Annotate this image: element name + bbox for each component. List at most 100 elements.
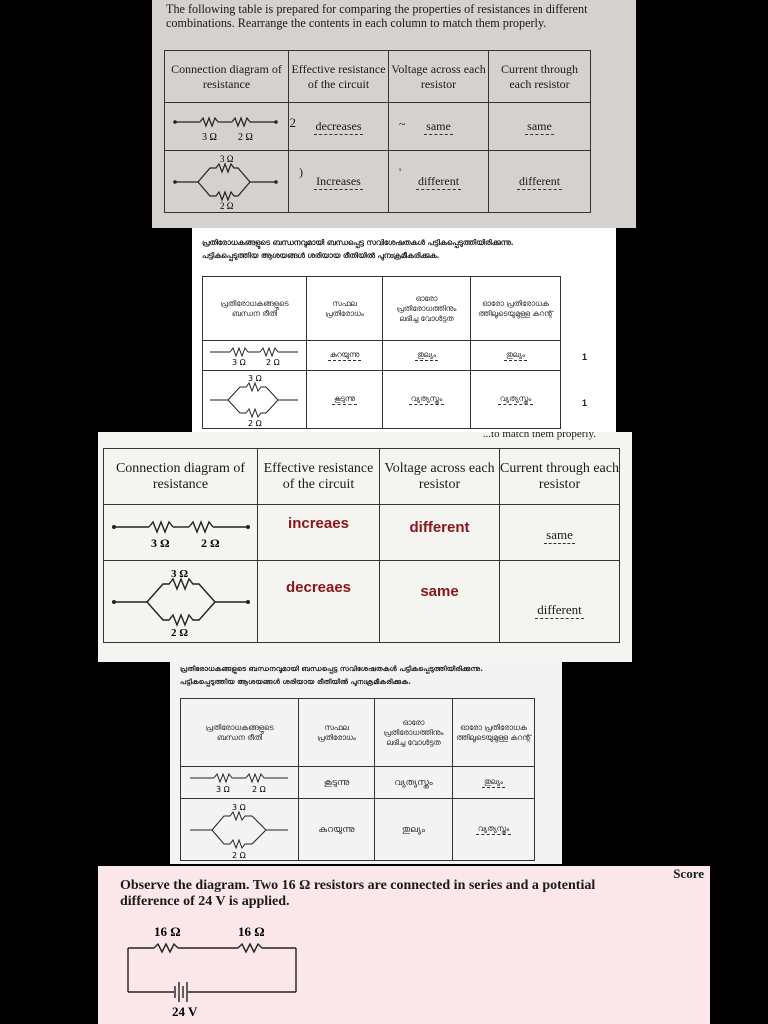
answer-effective: കറയുന്നു [318, 824, 355, 835]
header-effective: സഫല പ്രതിരോധം [306, 276, 383, 341]
header-connection: പ്രതിരോധകങ്ങളുടെ ബന്ധന രീതി [180, 698, 299, 767]
resistor-icon [237, 942, 263, 954]
series-resistor-icon: 3 Ω 2 Ω [209, 346, 298, 367]
answer-current: different [535, 602, 584, 619]
answer-effective: കൂടുന്നു [332, 394, 357, 405]
header-connection: Connection diagram of resistance [103, 448, 258, 505]
svg-text:3 Ω: 3 Ω [171, 568, 188, 580]
svg-text:3 Ω: 3 Ω [232, 803, 246, 812]
panel3-table: Connection diagram of resistance Effecti… [103, 448, 620, 643]
table-row: 3 Ω 2 Ω കുറയുന്നു തുല്യം തുല്യം [202, 340, 561, 371]
series-resistor-icon: 3 Ω 2 Ω [172, 115, 278, 143]
parallel-diagram: 3 Ω 2 Ω [103, 560, 258, 643]
header-connection: Connection diagram of resistance [164, 50, 289, 103]
table-row: 3 Ω 2 Ω ) Increases ' different different [164, 150, 591, 213]
panel-malayalam-handwritten: പ്രതിരോധകങ്ങളുടെ ബന്ധനവുമായി ബന്ധപ്പെട്ട… [192, 228, 616, 432]
answer-voltage: വ്യത്യസ്തം [408, 394, 445, 405]
answer-voltage: same [424, 118, 453, 135]
table-row: 3 Ω 2 Ω കൂടുന്നു വ്യത്യസ്തം വ്യത്യസ്തം [202, 370, 561, 429]
svg-text:2 Ω: 2 Ω [171, 627, 188, 638]
series-diagram: 3 Ω 2 Ω 2 [164, 102, 296, 151]
answer-current: വ്യത്യസ്തം [497, 394, 534, 405]
answer-effective: കൂടുന്നു [323, 777, 350, 788]
answer-effective: increaes [288, 515, 349, 532]
panel4-intro: പ്രതിരോധകങ്ങളുടെ ബന്ധനവുമായി ബന്ധപ്പെട്ട… [180, 664, 484, 686]
svg-text:2 Ω: 2 Ω [248, 419, 262, 427]
resistor-label: 16 Ω [238, 924, 265, 939]
panel4-table: പ്രതിരോധകങ്ങളുടെ ബന്ധന രീതി സഫല പ്രതിരോധ… [180, 698, 535, 861]
parallel-resistor-icon: 3 Ω 2 Ω [189, 803, 288, 859]
parallel-diagram: 3 Ω 2 Ω [180, 798, 299, 861]
header-voltage: ഓരോ പ്രതിരോധത്തിനും ലഭിച്ച വോൾട്ടത [374, 698, 453, 767]
table-row: 3 Ω 2 Ω കൂടുന്നു വ്യത്യസ്തം തുല്യം [180, 766, 535, 799]
handwritten-mark: ) [299, 165, 303, 179]
question-text: Observe the diagram. Two 16 Ω resistors … [120, 878, 596, 909]
panel-english-typed: ...to match them properly. Connection di… [98, 432, 632, 662]
answer-effective: Increases [314, 173, 363, 190]
table-row: 3 Ω 2 Ω കറയുന്നു തുല്യം വ്യത്യസ്തം [180, 798, 535, 861]
svg-text:3 Ω: 3 Ω [232, 358, 246, 367]
parallel-diagram: 3 Ω 2 Ω [164, 150, 289, 213]
handwritten-mark: 2 [289, 115, 297, 130]
series-diagram: 3 Ω 2 Ω [202, 340, 307, 371]
parallel-resistor-icon: 3 Ω 2 Ω [209, 374, 298, 427]
panel2-intro: പ്രതിരോധകങ്ങളുടെ ബന്ധനവുമായി ബന്ധപ്പെട്ട… [202, 238, 514, 260]
answer-effective: decreaes [285, 579, 352, 596]
handwritten-mark: ~ [399, 117, 406, 131]
header-effective: സഫല പ്രതിരോധം [298, 698, 375, 767]
svg-text:2 Ω: 2 Ω [252, 785, 266, 794]
parallel-resistor-icon: 3 Ω 2 Ω [111, 568, 250, 638]
answer-voltage: തുല്യം [401, 824, 426, 835]
series-resistor-icon: 3 Ω 2 Ω [189, 772, 288, 794]
header-current: ഓരോ പ്രതിരോധക ത്തിലൂടെയുമുള്ള കറന്റ് [452, 698, 535, 767]
answer-effective: decreases [313, 118, 364, 135]
answer-voltage: different [409, 519, 470, 536]
answer-current: തുല്യം [504, 350, 527, 361]
parallel-resistor-icon: 3 Ω 2 Ω [172, 154, 278, 210]
svg-text:3 Ω: 3 Ω [248, 374, 262, 383]
resistor-icon [153, 942, 179, 954]
panel3-cut-text: ...to match them properly. [482, 432, 596, 440]
panel1-table: Connection diagram of resistance Effecti… [164, 50, 591, 213]
answer-voltage: വ്യത്യസ്തം [394, 777, 433, 788]
svg-text:2 Ω: 2 Ω [220, 201, 234, 210]
side-number: 1 [582, 398, 588, 408]
svg-text:2 Ω: 2 Ω [201, 536, 220, 550]
answer-current: തുല്യം [482, 777, 505, 788]
answer-voltage: തുല്യം [415, 350, 438, 361]
side-number: 1 [582, 352, 588, 362]
header-current: Current through each resistor [499, 448, 620, 505]
answer-voltage: different [415, 173, 462, 190]
battery-icon [174, 982, 188, 1002]
resistor-label: 16 Ω [154, 924, 181, 939]
svg-text:3 Ω: 3 Ω [216, 785, 230, 794]
panel-question: Score Observe the diagram. Two 16 Ω resi… [98, 866, 710, 1024]
header-voltage: Voltage across each resistor [379, 448, 500, 505]
panel-english-handwritten: The following table is prepared for comp… [152, 0, 636, 228]
answer-voltage: same [420, 583, 459, 600]
header-voltage: Voltage across each resistor [388, 50, 489, 103]
table-row: 3 Ω 2 Ω decreaes same different [103, 560, 620, 643]
answer-current: same [525, 118, 554, 135]
svg-text:2 Ω: 2 Ω [266, 358, 280, 367]
answer-current: different [516, 173, 563, 190]
series-circuit-diagram: 16 Ω 16 Ω 24 V [127, 924, 297, 1018]
header-effective: Effective resistance of the circuit [288, 50, 389, 103]
series-resistor-icon: 3 Ω 2 Ω [111, 519, 250, 550]
handwritten-mark: ' [399, 165, 402, 179]
series-diagram: 3 Ω 2 Ω [180, 766, 299, 799]
svg-text:3 Ω: 3 Ω [151, 536, 170, 550]
parallel-diagram: 3 Ω 2 Ω [202, 370, 307, 429]
table-row: 3 Ω 2 Ω increaes different same [103, 504, 620, 561]
panel-malayalam-typed: പ്രതിരോധകങ്ങളുടെ ബന്ധനവുമായി ബന്ധപ്പെട്ട… [170, 662, 562, 864]
header-connection: പ്രതിരോധകങ്ങളുടെ ബന്ധന രീതി [202, 276, 307, 341]
series-diagram: 3 Ω 2 Ω [103, 504, 258, 561]
resistor-label: 2 Ω [238, 132, 253, 143]
header-current: ഓരോ പ്രതിരോധക ത്തിലൂടെയുമുള്ള കറന്റ് [470, 276, 561, 341]
header-effective: Effective resistance of the circuit [257, 448, 380, 505]
answer-current: same [544, 527, 575, 544]
table-row: 3 Ω 2 Ω 2 decreases ~ same same [164, 102, 591, 151]
battery-label: 24 V [172, 1004, 198, 1018]
resistor-label: 3 Ω [202, 132, 217, 143]
panel2-table: പ്രതിരോധകങ്ങളുടെ ബന്ധന രീതി സഫല പ്രതിരോധ… [202, 276, 561, 429]
